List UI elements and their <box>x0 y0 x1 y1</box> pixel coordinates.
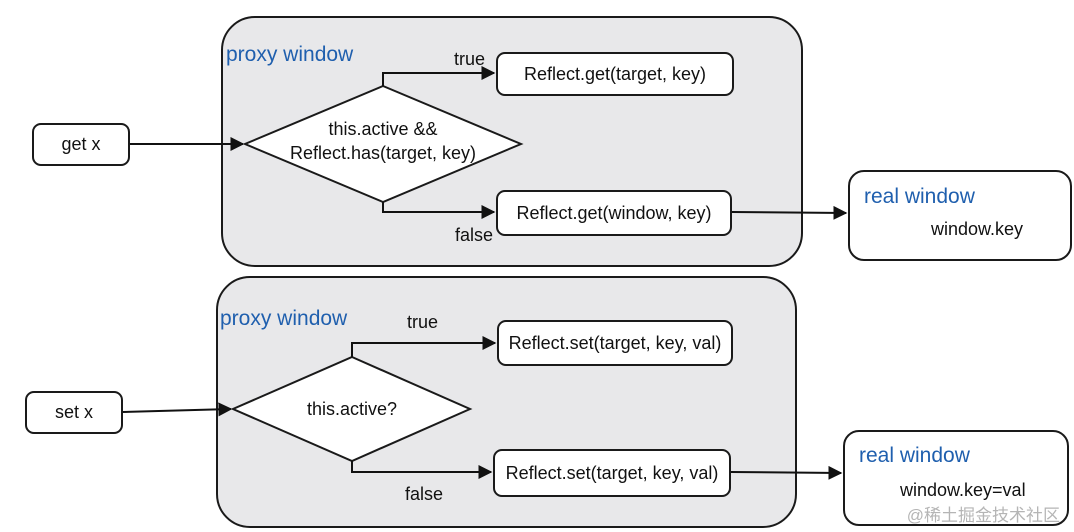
top-real-window-title: real window <box>864 185 975 208</box>
top-true-action-node: Reflect.get(target, key) <box>496 52 734 96</box>
bottom-condition-text: this.active? <box>306 399 398 419</box>
top-condition-line1: this.active && <box>328 119 438 139</box>
top-false-action-node: Reflect.get(window, key) <box>496 190 732 236</box>
top-proxy-window-title: proxy window <box>226 43 354 66</box>
top-false-label: false <box>455 225 494 245</box>
bottom-real-window-title: real window <box>859 444 970 467</box>
top-true-label: true <box>454 49 486 69</box>
top-real-window-value: window.key <box>931 219 1024 239</box>
watermark: @稀土掘金技术社区 <box>906 506 1060 525</box>
top-real-window-box <box>848 170 1072 261</box>
bottom-proxy-window-title: proxy window <box>220 307 348 330</box>
bottom-false-action-node: Reflect.set(target, key, val) <box>493 449 731 497</box>
set-x-node: set x <box>25 391 123 434</box>
get-x-node: get x <box>32 123 130 166</box>
top-condition-line2: Reflect.has(target, key) <box>289 143 477 163</box>
set-x-arrow <box>122 402 233 417</box>
bottom-true-label: true <box>407 312 439 332</box>
bottom-false-label: false <box>405 484 444 504</box>
bottom-true-action-node: Reflect.set(target, key, val) <box>497 320 733 366</box>
bottom-real-window-value: window.key=val <box>900 480 1026 500</box>
bottom-real-window-box <box>843 430 1069 526</box>
